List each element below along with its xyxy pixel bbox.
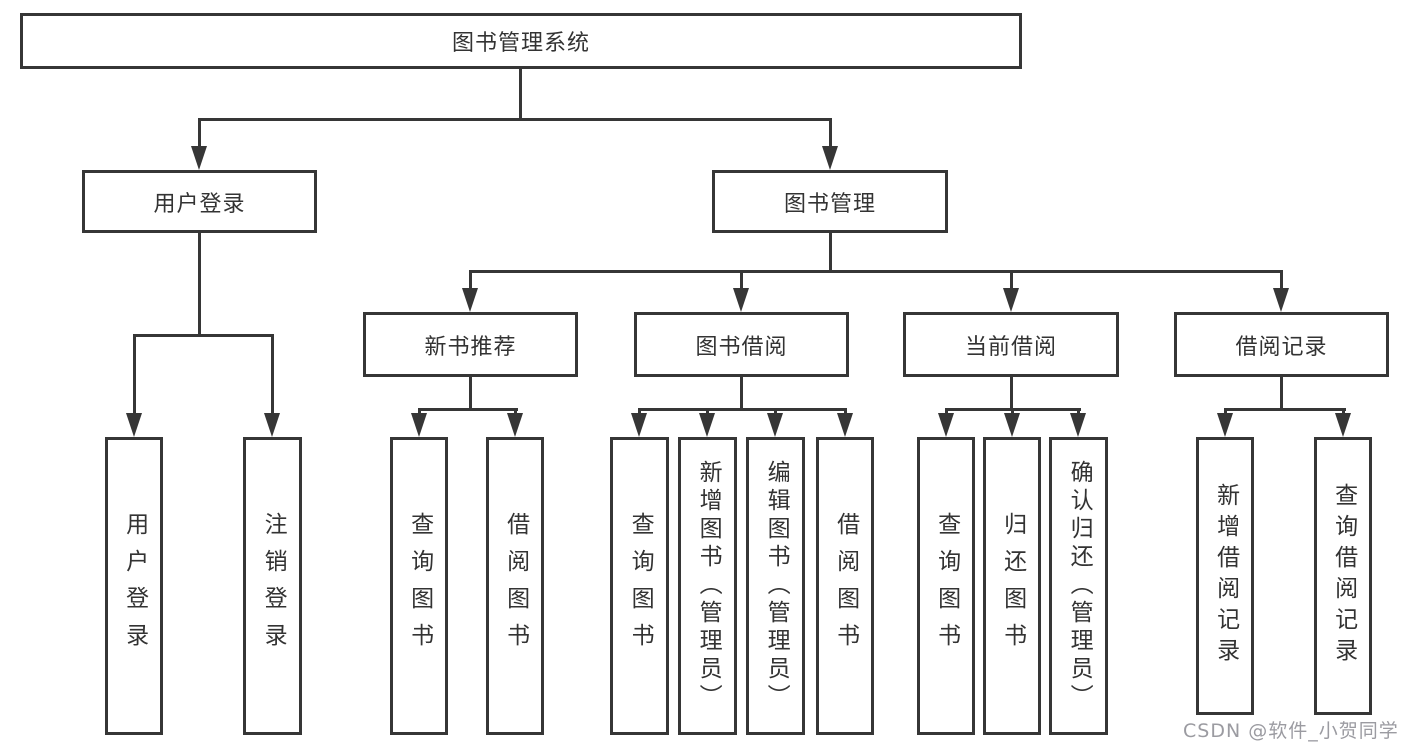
leaf-query-books-current: 查询图书 <box>917 437 975 735</box>
leaf-query-books-borrowing: 查询图书 <box>610 437 669 735</box>
connector-line <box>418 408 421 417</box>
arrow-down-icon <box>938 413 954 437</box>
connector-line <box>829 118 832 150</box>
arrow-down-icon <box>411 413 427 437</box>
connector-line <box>638 408 847 411</box>
connector-line <box>198 233 201 337</box>
connector-line <box>1010 377 1013 411</box>
connector-line <box>1224 408 1346 411</box>
leaf-label: 查询借阅记录 <box>1330 483 1357 669</box>
leaf-label: 查询图书 <box>933 512 960 660</box>
connector-line <box>469 270 1283 273</box>
arrow-down-icon <box>1273 288 1289 312</box>
arrow-down-icon <box>191 146 207 170</box>
connector-line <box>829 233 832 273</box>
arrow-down-icon <box>822 146 838 170</box>
leaf-label: 新增图书（管理员） <box>695 460 722 712</box>
connector-line <box>418 408 518 411</box>
leaf-borrow-books: 借阅图书 <box>816 437 874 735</box>
leaf-add-borrow-record: 新增借阅记录 <box>1196 437 1254 715</box>
leaf-query-borrow-record: 查询借阅记录 <box>1314 437 1372 715</box>
leaf-label: 用户登录 <box>121 512 148 660</box>
leaf-label: 归还图书 <box>999 512 1026 660</box>
arrow-down-icon <box>699 413 715 437</box>
leaf-return-books: 归还图书 <box>983 437 1041 735</box>
arrow-down-icon <box>126 413 142 437</box>
connector-line <box>1224 408 1227 417</box>
node-new-book-recommend: 新书推荐 <box>363 312 578 377</box>
connector-line <box>519 69 522 119</box>
leaf-label: 查询图书 <box>627 512 654 660</box>
leaf-label: 查询图书 <box>406 512 433 660</box>
connector-line <box>198 118 832 121</box>
leaf-user-login: 用户登录 <box>105 437 163 735</box>
arrow-down-icon <box>1217 413 1233 437</box>
leaf-borrow-books-recommend: 借阅图书 <box>486 437 544 735</box>
arrow-down-icon <box>1070 413 1086 437</box>
leaf-label: 借阅图书 <box>832 512 859 660</box>
connector-line <box>1280 377 1283 411</box>
connector-line <box>945 408 948 417</box>
arrow-down-icon <box>631 413 647 437</box>
node-user-login: 用户登录 <box>82 170 317 233</box>
arrow-down-icon <box>264 413 280 437</box>
connector-line <box>133 334 274 337</box>
connector-line <box>133 334 136 416</box>
connector-line <box>740 377 743 411</box>
node-library-management-system: 图书管理系统 <box>20 13 1022 69</box>
connector-line <box>469 270 472 292</box>
connector-line <box>469 377 472 411</box>
connector-line <box>706 408 709 417</box>
arrow-down-icon <box>733 288 749 312</box>
arrow-down-icon <box>462 288 478 312</box>
connector-line <box>514 408 517 417</box>
csdn-watermark: CSDN @软件_小贺同学 <box>1183 720 1399 742</box>
leaf-logout: 注销登录 <box>243 437 302 735</box>
arrow-down-icon <box>837 413 853 437</box>
node-current-borrowing: 当前借阅 <box>903 312 1119 377</box>
arrow-down-icon <box>507 413 523 437</box>
node-borrowing-records: 借阅记录 <box>1174 312 1389 377</box>
leaf-label: 新增借阅记录 <box>1212 483 1239 669</box>
arrow-down-icon <box>767 413 783 437</box>
leaf-label: 注销登录 <box>260 512 287 660</box>
leaf-label: 借阅图书 <box>502 512 529 660</box>
arrow-down-icon <box>1003 288 1019 312</box>
connector-line <box>844 408 847 417</box>
connector-line <box>774 408 777 417</box>
connector-line <box>1342 408 1345 417</box>
leaf-confirm-return-admin: 确认归还（管理员） <box>1049 437 1108 735</box>
leaf-label: 编辑图书（管理员） <box>763 460 790 712</box>
connector-line <box>1280 270 1283 292</box>
leaf-label: 确认归还（管理员） <box>1066 460 1093 712</box>
connector-line <box>638 408 641 417</box>
connector-line <box>1011 408 1014 417</box>
node-book-management: 图书管理 <box>712 170 948 233</box>
leaf-add-books-admin: 新增图书（管理员） <box>678 437 737 735</box>
connector-line <box>1010 270 1013 292</box>
leaf-query-books-recommend: 查询图书 <box>390 437 448 735</box>
connector-line <box>271 334 274 416</box>
connector-line <box>1077 408 1080 417</box>
arrow-down-icon <box>1004 413 1020 437</box>
leaf-edit-books-admin: 编辑图书（管理员） <box>746 437 805 735</box>
node-book-borrowing: 图书借阅 <box>634 312 849 377</box>
arrow-down-icon <box>1335 413 1351 437</box>
connector-line <box>740 270 743 292</box>
connector-line <box>198 118 201 150</box>
